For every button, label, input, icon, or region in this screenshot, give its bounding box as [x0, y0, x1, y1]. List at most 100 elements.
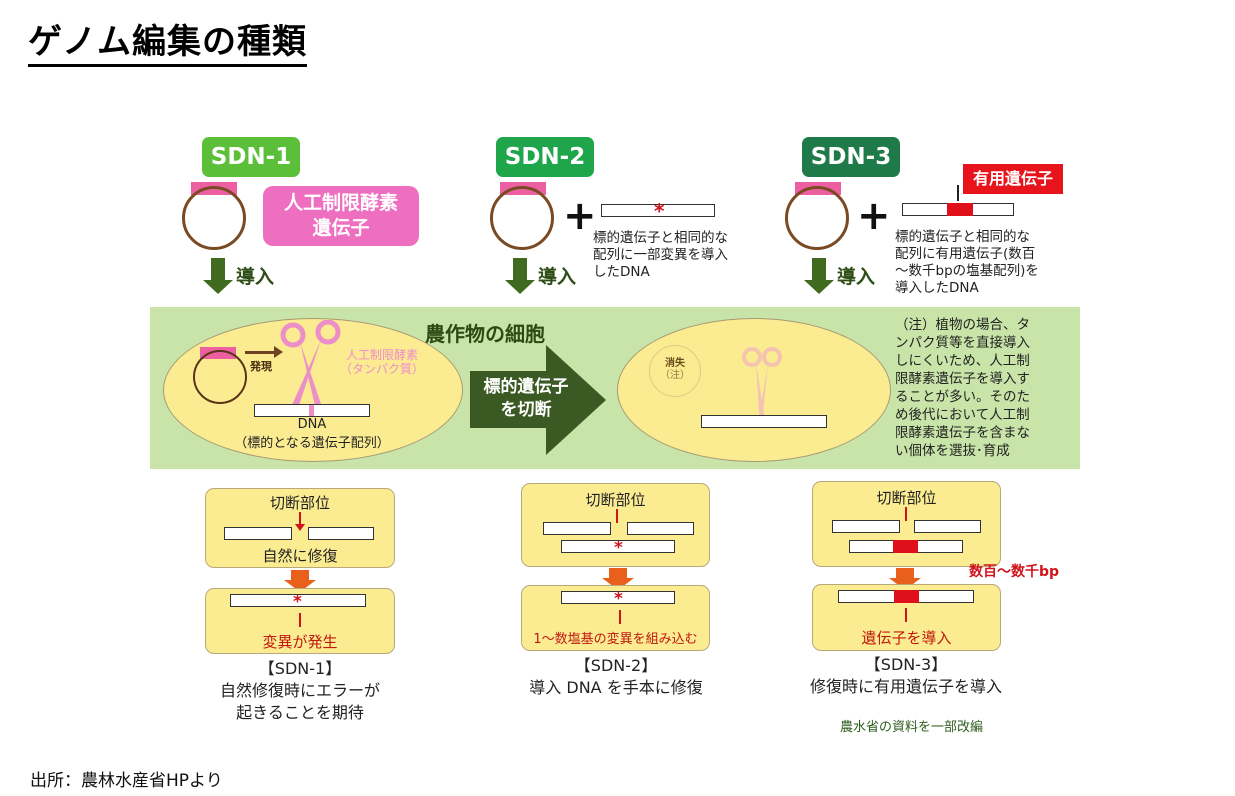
down-arrow-icon: [812, 258, 826, 280]
down-arrow-head: [203, 280, 233, 294]
down-arrow-head: [804, 280, 834, 294]
useful-gene-segment: [893, 540, 918, 553]
useful-gene-pointer: [957, 185, 959, 201]
caption-title: 【SDN-3】: [864, 655, 948, 674]
desc-line: 標的遺伝子と相同的な: [593, 230, 728, 246]
caption-line: 自然修復時にエラーが: [219, 681, 380, 700]
note-line: 限酵素遺伝子を含まな: [895, 425, 1030, 441]
target-site: [309, 405, 314, 416]
cut-pointer-arrow: [905, 507, 907, 521]
vanish-text: 消失: [665, 358, 685, 369]
desc-line: 配列に一部変異を導入: [593, 247, 728, 263]
dna-label: DNA: [262, 418, 362, 432]
cut-arrow-line1: 標的遺伝子: [483, 377, 569, 397]
mutation-mark: *: [614, 538, 623, 558]
cut-pointer-arrow: [299, 512, 301, 526]
cut-dna-bar: [701, 415, 827, 428]
sdn3-desc: 標的遺伝子と相同的な 配列に有用遺伝子(数百 ～数千bpの塩基配列)を 導入した…: [895, 229, 1039, 297]
down-arrow-icon: [211, 258, 225, 280]
caption-line: 起きることを期待: [236, 703, 364, 722]
desc-line: したDNA: [593, 264, 650, 280]
note-line: ることが多い。そのた: [895, 389, 1030, 405]
down-arrow-icon: [513, 258, 527, 280]
note-line: 限酵素遺伝子を導入す: [895, 371, 1030, 387]
orange-arrow-icon: [609, 568, 627, 578]
scissors-icon: [280, 320, 341, 410]
dna-left-fragment: [543, 522, 611, 535]
enzyme-protein-line1: 人工制限酵素: [346, 348, 419, 362]
cut-pointer-arrow: [616, 509, 618, 523]
repaired-dna-bar: [561, 591, 675, 604]
cut-arrow-head: [546, 345, 606, 455]
inserted-gene-segment: [894, 590, 919, 603]
mutation-mark: *: [654, 199, 665, 223]
enzyme-protein-line2: （タンパク質）: [340, 362, 425, 376]
outcome-label: 1～数塩基の変異を組み込む: [533, 632, 698, 647]
orange-arrow-icon: [896, 568, 914, 578]
donor-dna-bar: [561, 540, 675, 553]
dna-sub-label: （標的となる遺伝子配列）: [234, 436, 390, 451]
bp-label: 数百～数千bp: [969, 564, 1060, 580]
caption-line: 導入 DNA を手本に修復: [529, 678, 703, 697]
intro-label-1: 導入: [236, 266, 275, 288]
dna-right-fragment: [914, 520, 981, 533]
caption-title: 【SDN-2】: [574, 656, 658, 675]
enzyme-gene-box: 人工制限酵素 遺伝子: [263, 186, 419, 246]
note-line: しにくいため、人工制: [895, 353, 1030, 369]
repair-label: 自然に修復: [262, 547, 338, 565]
faded-scissors-icon: [742, 347, 782, 427]
dna-left-fragment: [224, 527, 292, 540]
credit-note: 農水省の資料を一部改編: [840, 720, 984, 735]
mutation-mark: *: [293, 592, 302, 612]
expression-arrow-head: [274, 346, 283, 358]
source-note: 出所：農林水産省HPより: [30, 771, 223, 791]
mutation-pointer: [299, 613, 301, 627]
useful-gene-segment: [947, 203, 973, 216]
useful-gene-label: 有用遺伝子: [963, 164, 1063, 194]
vanished-plasmid: [649, 345, 701, 397]
enzyme-protein-label: 人工制限酵素 （タンパク質）: [340, 348, 424, 376]
cut-pointer-head: [295, 524, 305, 531]
desc-line: ～数千bpの塩基配列)を: [895, 263, 1039, 279]
mutation-mark: *: [614, 589, 623, 609]
enzyme-line2: 遺伝子: [312, 217, 370, 239]
note-line: い個体を選抜･育成: [895, 443, 1010, 459]
note-text: （注）植物の場合、タ ンパク質等を直接導入 しにくいため、人工制 限酵素遺伝子を…: [895, 316, 1070, 460]
sdn2-badge: SDN-2: [496, 137, 594, 177]
sdn1-caption: 【SDN-1】 自然修復時にエラーが 起きることを期待: [195, 658, 405, 724]
intro-label-3: 導入: [837, 266, 876, 288]
dna-right-fragment: [627, 522, 694, 535]
caption-title: 【SDN-1】: [258, 659, 342, 678]
vanish-note-text: （注）: [660, 370, 690, 381]
repaired-dna-bar: [230, 594, 366, 607]
sdn3-badge: SDN-3: [802, 137, 900, 177]
cut-site-label: 切断部位: [876, 489, 937, 507]
note-line: ンパク質等を直接導入: [895, 335, 1030, 351]
sdn3-caption: 【SDN-3】 修復時に有用遺伝子を導入: [790, 654, 1022, 698]
donor-dna-bar: [601, 204, 715, 217]
orange-arrow-icon: [291, 570, 309, 580]
cut-arrow-body: [470, 371, 546, 428]
plasmid-icon: [193, 350, 247, 404]
outcome-label: 変異が発生: [262, 633, 338, 651]
expression-label: 発現: [250, 360, 272, 373]
desc-line: 標的遺伝子と相同的な: [895, 229, 1030, 245]
outcome-label: 遺伝子を導入: [861, 629, 952, 647]
mutation-pointer: [619, 610, 621, 624]
plasmid-icon: [182, 186, 246, 250]
sdn2-caption: 【SDN-2】 導入 DNA を手本に修復: [510, 655, 722, 699]
page-title: ゲノム編集の種類: [28, 22, 307, 67]
intro-label-2: 導入: [538, 266, 577, 288]
cut-site-label: 切断部位: [269, 494, 330, 512]
dna-left-fragment: [832, 520, 900, 533]
sdn1-badge: SDN-1: [202, 137, 300, 177]
insertion-pointer: [905, 608, 907, 622]
caption-line: 修復時に有用遺伝子を導入: [809, 677, 1002, 696]
plus-icon: +: [563, 193, 597, 239]
cut-arrow-label: 標的遺伝子 を切断: [476, 376, 576, 422]
cut-site-label: 切断部位: [585, 491, 646, 509]
plus-icon: +: [857, 193, 891, 239]
note-line: め後代において人工制: [895, 407, 1030, 423]
plasmid-icon: [490, 186, 554, 250]
cut-arrow-line2: を切断: [500, 400, 552, 420]
